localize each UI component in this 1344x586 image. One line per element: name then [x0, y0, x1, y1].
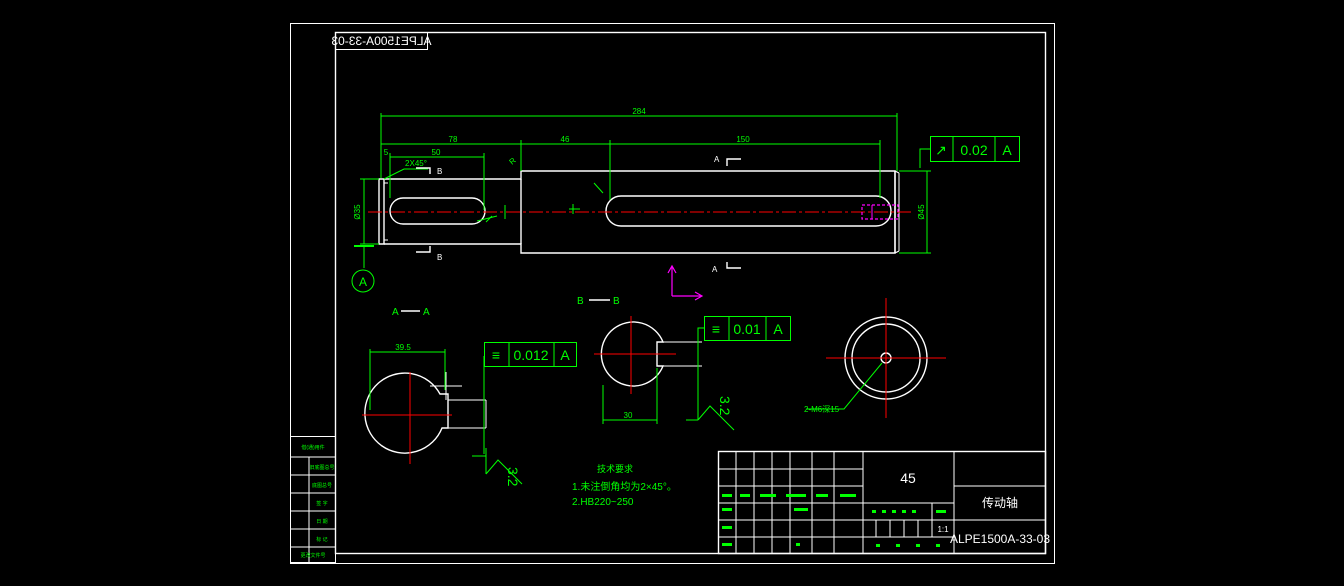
sym-mid-datum: A: [773, 321, 783, 337]
scale: 1:1: [937, 525, 949, 534]
sym-left-symbol: ≡: [492, 347, 500, 363]
side-cell-4: 日 期: [316, 519, 327, 525]
section-cut-markers: B B A A: [416, 155, 741, 274]
technical-notes: 技术要求 1.未注倒角均为2×45°。 2.HB220~250: [572, 463, 677, 508]
dim-dia-right: Ø45: [917, 204, 926, 220]
side-cell-2: 底图总号: [312, 482, 332, 489]
roughness-mid: 3.2: [686, 392, 735, 431]
drawing-number: ALPE1500A-33-03: [950, 532, 1050, 546]
sym-mid-symbol: ≡: [712, 321, 720, 337]
right-keyway: [605, 195, 892, 227]
section-bb-right: B: [613, 296, 620, 307]
notes-title: 技术要求: [597, 463, 633, 474]
left-keyway: [389, 197, 486, 225]
mirrored-number: ALPE1500A-33-03: [331, 34, 431, 48]
sym-left-datum: A: [560, 347, 570, 363]
part-name: 传动轴: [982, 495, 1018, 510]
dim-r: R: [508, 156, 518, 167]
section-aa-right: A: [423, 307, 430, 318]
sym-left-value: 0.012: [513, 347, 548, 363]
dim-sec-bb-width: 30: [624, 411, 633, 420]
ucs-axis-icon: [667, 264, 704, 301]
dim-150: 150: [736, 135, 750, 144]
threaded-hole: [861, 204, 899, 220]
hole-note: 2-M6深15: [804, 405, 840, 414]
notes-line1: 1.未注倒角均为2×45°。: [572, 480, 677, 493]
runout-symbol: ↗: [935, 142, 947, 158]
section-titles: A A B B: [392, 296, 620, 318]
dim-284: 284: [632, 107, 646, 116]
roughness-left-value: 3.2: [505, 467, 521, 487]
side-cell-6: 更改文件号: [300, 552, 325, 559]
datum-a-label: A: [359, 275, 367, 289]
shaft-main-view: [368, 170, 912, 254]
cut-a-bottom: A: [712, 265, 718, 274]
section-aa-left: A: [392, 307, 399, 318]
dim-46: 46: [561, 135, 570, 144]
side-cell-0: 借(通)用件: [301, 444, 324, 451]
section-bb-view: 30: [594, 316, 702, 424]
cut-a-top: A: [714, 155, 720, 164]
section-aa-view: 39.5: [362, 343, 487, 464]
title-block: 45 传动轴 1:1 ALPE1500A-33-03: [717, 450, 1050, 555]
material: 45: [900, 470, 916, 486]
dim-5: 5: [384, 148, 389, 157]
symmetry-frame-left: ≡ 0.012 A: [483, 342, 577, 454]
symmetry-frame-mid: ≡ 0.01 A: [697, 316, 791, 420]
runout-tolerance-frame: ↗ 0.02 A: [919, 136, 1020, 168]
side-cell-3: 签 字: [316, 500, 327, 507]
sheet-inner-border: [334, 31, 1047, 555]
runout-value: 0.02: [960, 142, 987, 158]
sheet-outer-border: [290, 23, 1055, 564]
dim-dia-left: Ø35: [353, 204, 362, 220]
side-table: 借(通)用件 旧底图总号 底图总号 签 字 日 期 标 记 更改文件号: [290, 436, 336, 563]
notes-line2: 2.HB220~250: [572, 497, 634, 508]
mirrored-number-box: ALPE1500A-33-03: [331, 32, 432, 50]
dim-78: 78: [449, 135, 458, 144]
cut-b-bottom: B: [437, 253, 442, 262]
roughness-left: 3.2: [472, 448, 523, 487]
dim-chamfer: 2X45°: [405, 159, 427, 168]
end-view: 2-M6深15: [804, 298, 946, 418]
cut-b-top: B: [437, 167, 442, 176]
roughness-mid-value: 3.2: [717, 396, 733, 416]
sym-mid-value: 0.01: [733, 321, 760, 337]
dim-sec-aa-width: 39.5: [395, 343, 411, 352]
main-dimensions: 284 78 46 150 50 5 2X45° R Ø35 Ø45: [353, 107, 931, 254]
datum-a-marker: A: [351, 245, 375, 293]
dim-50: 50: [432, 148, 441, 157]
section-bb-left: B: [577, 296, 584, 307]
side-cell-5: 标 记: [316, 536, 327, 543]
side-cell-1: 旧底图总号: [309, 464, 334, 471]
runout-datum: A: [1002, 142, 1012, 158]
